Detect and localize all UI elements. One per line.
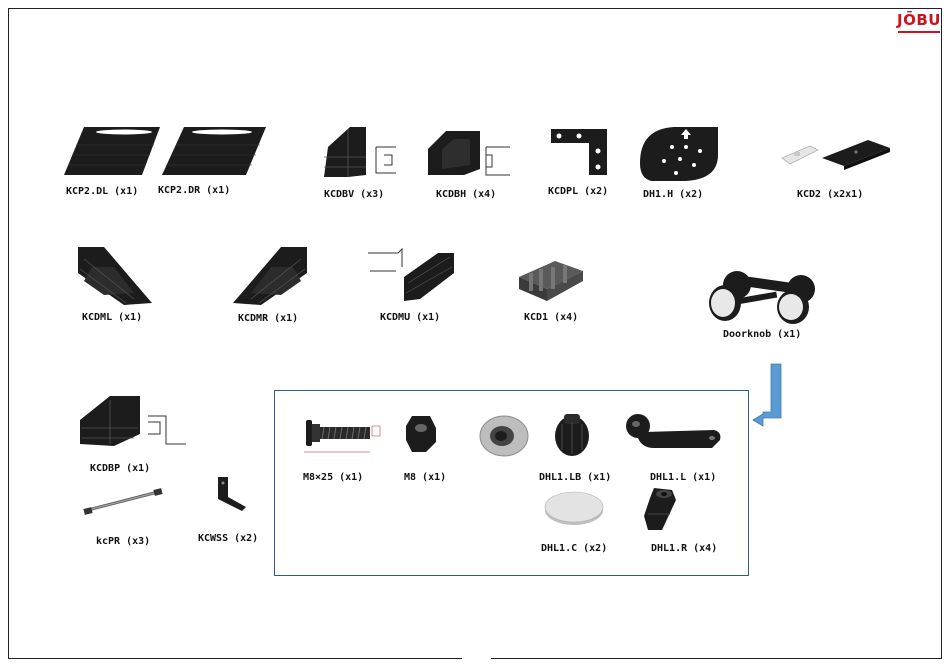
kcp2dl-label: KCP2.DL (x1): [66, 186, 138, 197]
m8x25-label: M8×25 (x1): [303, 472, 363, 483]
kcd2-parts-image: [780, 138, 892, 172]
kcd2-label: KCD2 (x2x1): [797, 189, 863, 200]
kcdpl-bracket-image: [549, 127, 609, 177]
kcwss-bracket-image: [214, 475, 250, 513]
m8-nut-image: [404, 414, 438, 454]
dhl1l-lever-image: [624, 410, 724, 454]
kcdbh-profile-image: [424, 125, 514, 180]
kcdmr-profile-image: [231, 245, 311, 307]
m8x25-bolt-image: [300, 412, 384, 458]
dhl1r-label: DHL1.R (x4): [651, 543, 717, 554]
m8-label: M8 (x1): [404, 472, 446, 483]
dhl1c-label: DHL1.C (x2): [541, 543, 607, 554]
bottom-border-right: [491, 658, 942, 659]
dh1h-plate-image: [638, 123, 720, 183]
kcdmu-label: KCDMU (x1): [380, 312, 440, 323]
kcpr-label: kcPR (x3): [96, 536, 150, 547]
dhl1r-insert-image: [640, 486, 684, 534]
kcdbp-label: KCDBP (x1): [90, 463, 150, 474]
kcdml-label: KCDML (x1): [82, 312, 142, 323]
dh1h-label: DH1.H (x2): [643, 189, 703, 200]
kcd1-label: KCD1 (x4): [524, 312, 578, 323]
kcd1-hinge-image: [515, 257, 587, 303]
brand-logo-text: JŌBU: [896, 11, 942, 29]
kcdpl-label: KCDPL (x2): [548, 186, 608, 197]
kcdbv-profile-image: [320, 125, 400, 180]
kcp2dl-panel-image: [62, 125, 162, 177]
washer-bearing-image: [478, 414, 530, 458]
kcdbv-label: KCDBV (x3): [324, 189, 384, 200]
arrow-down-left-icon: [751, 362, 785, 428]
doorknob-label: Doorknob (x1): [723, 329, 801, 340]
kcpr-rod-image: [82, 486, 164, 516]
kcdbh-label: KCDBH (x4): [436, 189, 496, 200]
dhl1lb-knob-base-image: [552, 412, 592, 458]
kcdml-profile-image: [74, 245, 156, 307]
brand-logo: JŌBU: [896, 10, 942, 36]
brand-logo-underline: [898, 31, 940, 33]
kcp2dr-panel-image: [160, 125, 268, 177]
kcp2dr-label: KCP2.DR (x1): [158, 185, 230, 196]
kcdmr-label: KCDMR (x1): [238, 313, 298, 324]
kcwss-label: KCWSS (x2): [198, 533, 258, 544]
doorknob-image: [705, 265, 827, 325]
kcdmu-profile-image: [366, 247, 458, 305]
kcdbp-profile-image: [74, 394, 190, 448]
bottom-border-left: [8, 658, 462, 659]
dhl1c-cap-image: [543, 490, 605, 526]
dhl1lb-label: DHL1.LB (x1): [539, 472, 611, 483]
dhl1l-label: DHL1.L (x1): [650, 472, 716, 483]
